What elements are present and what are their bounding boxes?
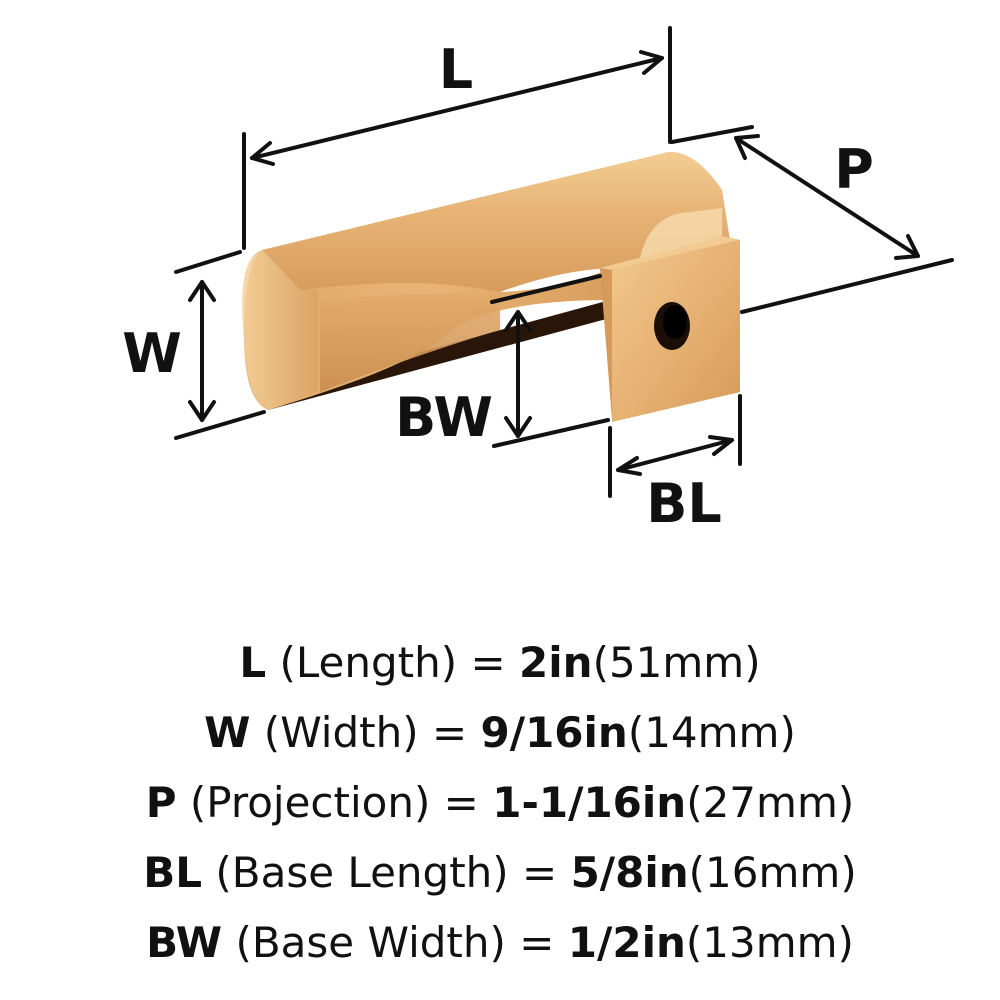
spec-length: L (Length) = 2in(51mm) (0, 628, 1000, 698)
spec-imperial: 9/16in (480, 708, 628, 757)
projection-label: P (834, 138, 874, 201)
base-width-arrow-top (504, 310, 532, 332)
spec-imperial: 5/8in (570, 848, 689, 897)
spec-code: P (145, 778, 177, 827)
length-dimension-line (250, 56, 664, 160)
spec-imperial: 1-1/16in (492, 778, 687, 827)
dimension-diagram: L P W BW BL (122, 26, 954, 535)
dimension-specs: L (Length) = 2in(51mm) W (Width) = 9/16i… (0, 628, 1000, 978)
spec-code: W (204, 708, 251, 757)
projection-arrow-bottom (894, 234, 920, 260)
spec-code: L (239, 638, 267, 687)
projection-extension-top (670, 125, 754, 144)
spec-width: W (Width) = 9/16in(14mm) (0, 698, 1000, 768)
base-width-extension-bottom (492, 418, 610, 448)
base-width-arrow-bottom (504, 416, 532, 438)
projection-extension-bottom (740, 258, 954, 314)
spec-metric: (14mm) (627, 708, 796, 757)
spec-name: (Projection) = (176, 778, 493, 827)
spec-name: (Length) = (266, 638, 520, 687)
pull-top-surface (262, 151, 730, 292)
base-length-label: BL (646, 472, 722, 535)
spec-name: (Base Width) = (222, 918, 568, 967)
pull-back-notch (640, 208, 722, 258)
base-width-label: BW (395, 386, 493, 449)
spec-metric: (51mm) (592, 638, 761, 687)
spec-code: BL (143, 848, 203, 897)
spec-base-width: BW (Base Width) = 1/2in(13mm) (0, 908, 1000, 978)
length-arrow-right (639, 50, 664, 75)
spec-base-length: BL (Base Length) = 5/8in(16mm) (0, 838, 1000, 908)
length-arrow-left (250, 141, 275, 166)
width-extension-bottom (174, 410, 266, 440)
width-label: W (122, 322, 182, 385)
cabinet-pull-illustration (242, 151, 740, 422)
base-length-arrow-right (708, 435, 734, 456)
spec-metric: (13mm) (685, 918, 854, 967)
projection-arrow-top (734, 134, 760, 160)
base-length-dimension-line (616, 438, 734, 472)
pull-recess (320, 293, 500, 392)
base-width-extension-top (490, 274, 602, 304)
spec-metric: (27mm) (686, 778, 855, 827)
base-block-top (600, 236, 740, 270)
spec-metric: (16mm) (688, 848, 857, 897)
spec-name: (Width) = (250, 708, 481, 757)
spec-name: (Base Length) = (202, 848, 571, 897)
spec-code: BW (146, 918, 223, 967)
screw-hole-rim (663, 305, 687, 339)
width-arrow-bottom (188, 400, 216, 422)
projection-dimension-line (734, 136, 920, 258)
spec-imperial: 1/2in (567, 918, 686, 967)
dimension-lines (174, 26, 954, 498)
width-arrow-top (188, 280, 216, 302)
spec-imperial: 2in (519, 638, 593, 687)
base-length-arrow-left (616, 456, 642, 476)
pull-left-end (242, 250, 318, 410)
spec-projection: P (Projection) = 1-1/16in(27mm) (0, 768, 1000, 838)
length-label: L (439, 38, 473, 101)
width-extension-top (174, 250, 242, 274)
